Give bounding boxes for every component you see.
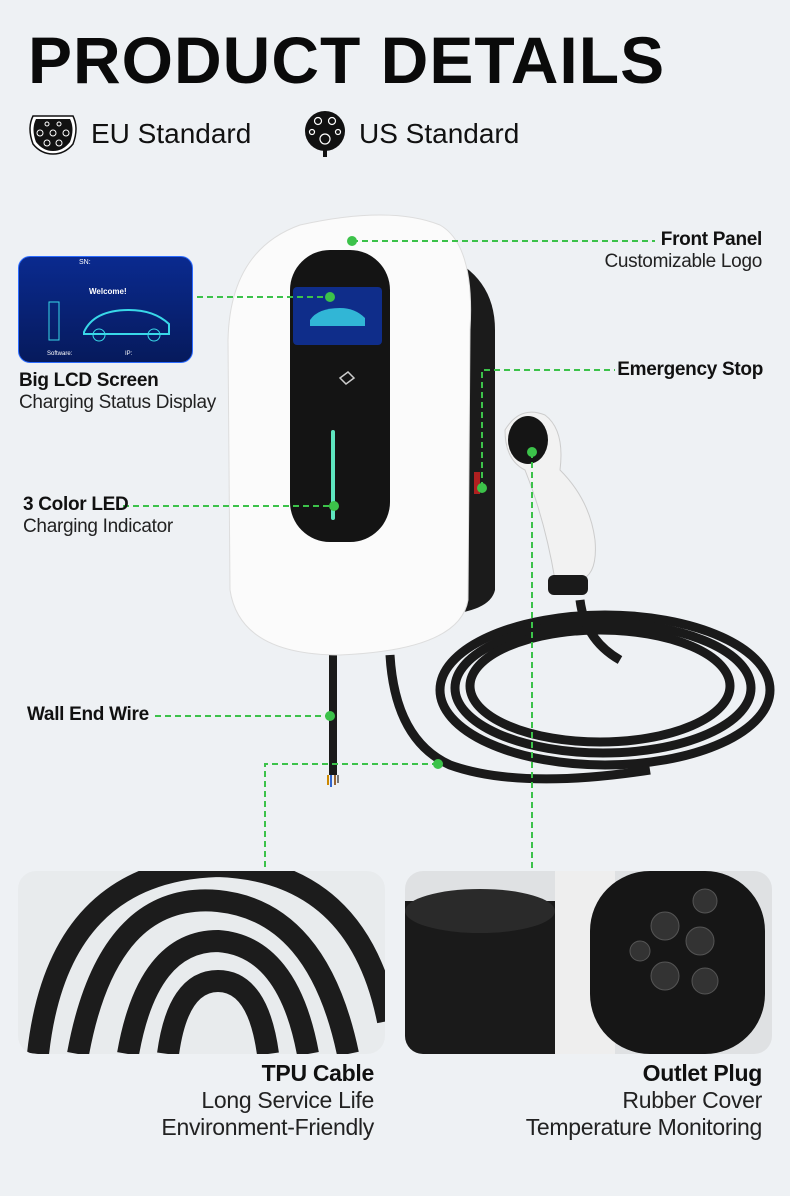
front-panel-callout: Front Panel Customizable Logo [604, 229, 762, 273]
callout-title: Emergency Stop [617, 359, 763, 380]
us-standard-label: US Standard [359, 118, 520, 149]
coiled-cable [385, 599, 775, 784]
rfid-logo-icon [338, 371, 356, 385]
tpu-cable-feature: TPU Cable Long Service Life Environment-… [161, 1060, 374, 1141]
callout-title: Front Panel [660, 229, 763, 250]
wall-wire-callout: Wall End Wire [27, 704, 149, 726]
feature-line: Temperature Monitoring [525, 1114, 763, 1140]
us-standard: US Standard [303, 111, 520, 157]
feature-line: Long Service Life [201, 1087, 374, 1113]
emergency-stop-button [474, 472, 480, 494]
emergency-stop-callout: Emergency Stop [617, 359, 763, 381]
led-strip [331, 430, 335, 520]
eu-standard: EU Standard [27, 112, 251, 156]
lcd-screen-inset: SN: Welcome! Software: IP: [18, 256, 193, 363]
page-title: PRODUCT DETAILS [28, 23, 666, 97]
callout-title: 3 Color LED [23, 494, 129, 515]
callout-subtitle: Charging Status Display [19, 392, 216, 413]
callout-subtitle: Customizable Logo [604, 251, 762, 272]
tpu-cable-photo [18, 871, 385, 1054]
lcd-sn: SN: [79, 259, 91, 266]
feature-title: TPU Cable [261, 1060, 375, 1086]
outlet-plug-photo [405, 871, 772, 1054]
outlet-plug-feature: Outlet Plug Rubber Cover Temperature Mon… [525, 1060, 763, 1141]
feature-title: Outlet Plug [642, 1060, 763, 1086]
callout-subtitle: Charging Indicator [23, 516, 173, 537]
eu-connector-icon [29, 115, 77, 155]
lcd-ip: IP: [125, 351, 133, 357]
callout-title: Big LCD Screen [19, 370, 159, 391]
lcd-software: Software: [47, 351, 73, 357]
feature-line: Rubber Cover [622, 1087, 762, 1113]
callout-lines [123, 240, 655, 870]
led-callout: 3 Color LED Charging Indicator [23, 494, 173, 538]
feature-line: Environment-Friendly [161, 1114, 374, 1140]
lcd-welcome: Welcome! [89, 287, 127, 296]
eu-standard-label: EU Standard [91, 118, 252, 149]
callout-title: Wall End Wire [27, 704, 149, 725]
us-connector-icon [305, 111, 345, 157]
lcd-callout: Big LCD Screen Charging Status Display [19, 370, 216, 414]
